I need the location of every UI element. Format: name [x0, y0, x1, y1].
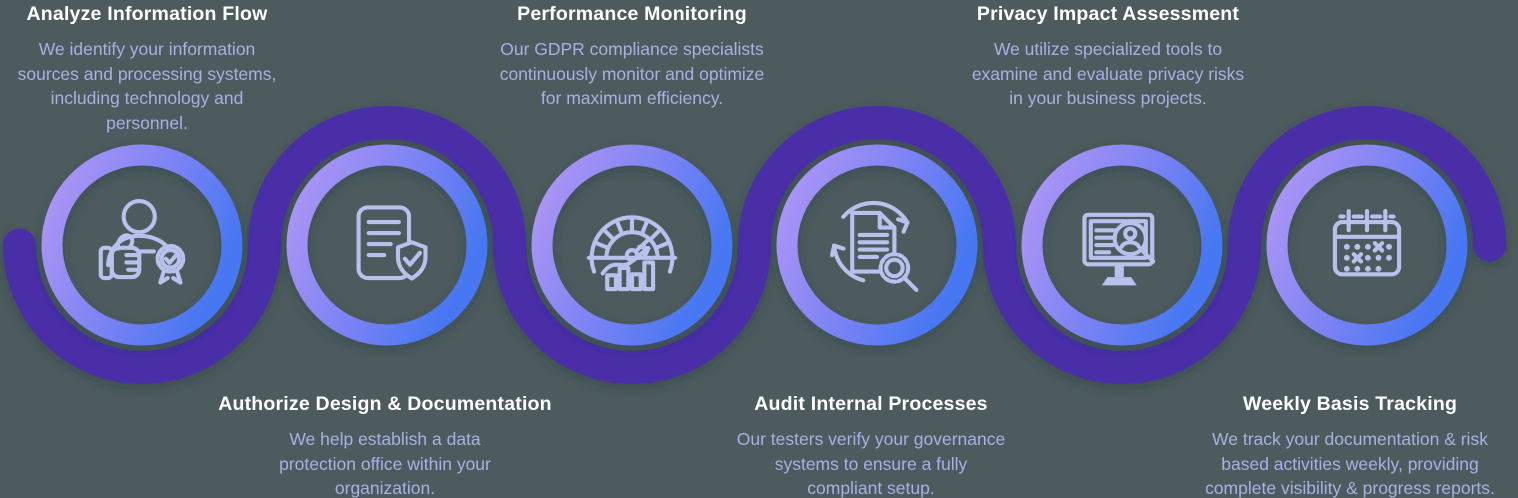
step-5-icon-wrap [1067, 190, 1177, 300]
step-1-text: Analyze Information Flow We identify you… [0, 2, 327, 135]
step-1-description: We identify your information sources and… [17, 39, 277, 133]
step-5-description: We utilize specialized tools to examine … [971, 39, 1245, 109]
step-4-icon-wrap [822, 190, 932, 300]
step-5-title: Privacy Impact Assessment [976, 3, 1240, 25]
step-ring-2 [286, 144, 488, 346]
calendar-tracking-icon [1332, 209, 1402, 277]
step-2-title: Authorize Design & Documentation [218, 393, 552, 415]
step-3-description: Our GDPR compliance specialists continuo… [499, 39, 765, 109]
step-6-description: We track your documentation & risk based… [1205, 429, 1495, 498]
step-ring-5 [1021, 144, 1223, 346]
step-4-description: Our testers verify your governance syste… [736, 429, 1006, 498]
step-ring-4 [776, 144, 978, 346]
step-2-description: We help establish a data protection offi… [279, 429, 491, 498]
step-ring-3 [531, 144, 733, 346]
serpentine-connector-path [3, 106, 1506, 384]
step-3-icon-wrap [577, 190, 687, 300]
step-3-text: Performance Monitoring Our GDPR complian… [452, 2, 812, 111]
gauge-chart-icon [586, 215, 678, 292]
step-4-title: Audit Internal Processes [754, 393, 988, 415]
step-1-icon-wrap [87, 190, 197, 300]
step-1-title: Analyze Information Flow [26, 3, 268, 25]
document-search-icon [830, 200, 919, 292]
step-2-text: Authorize Design & Documentation We help… [205, 392, 565, 498]
step-6-icon-wrap [1312, 190, 1422, 300]
person-award-icon [98, 198, 186, 285]
step-ring-1 [41, 144, 243, 346]
document-shield-icon [356, 205, 428, 281]
step-ring-6 [1266, 144, 1468, 346]
step-3-title: Performance Monitoring [517, 3, 747, 25]
step-6-text: Weekly Basis Tracking We track your docu… [1170, 392, 1518, 498]
monitor-review-icon [1082, 212, 1156, 286]
step-4-text: Audit Internal Processes Our testers ver… [691, 392, 1051, 498]
step-5-text: Privacy Impact Assessment We utilize spe… [928, 2, 1288, 111]
step-6-title: Weekly Basis Tracking [1242, 393, 1458, 415]
step-2-icon-wrap [332, 190, 442, 300]
